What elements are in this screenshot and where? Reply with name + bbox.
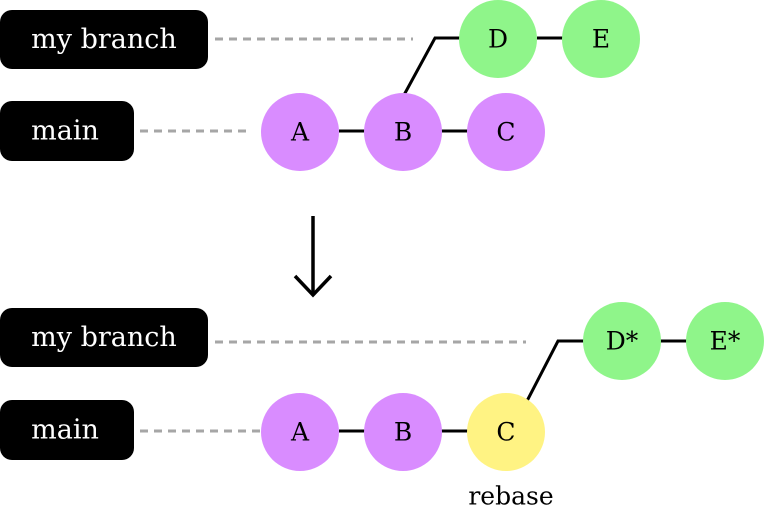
before-commit-e: E — [562, 0, 640, 78]
after-commit-b: B — [364, 393, 442, 471]
before-branch-label-text: my branch — [31, 24, 177, 55]
before-commit-d: D — [459, 0, 537, 78]
after-commit-c: C — [467, 393, 545, 471]
after-commit-c-label: C — [496, 418, 515, 447]
before-main-label: main — [0, 101, 134, 161]
after-commit-dstar-label: D* — [606, 327, 639, 356]
after-main-label: main — [0, 400, 134, 460]
rebase-caption: rebase — [468, 482, 553, 511]
before-commit-e-label: E — [592, 25, 610, 54]
after-commit-a-label: A — [290, 418, 310, 447]
after-commit-b-label: B — [394, 418, 412, 447]
before-commit-c: C — [467, 93, 545, 171]
after-commit-dstar: D* — [583, 302, 661, 380]
before-commit-a-label: A — [290, 118, 310, 147]
after-commit-estar-label: E* — [710, 327, 741, 356]
before-commit-a: A — [261, 93, 339, 171]
before-branch-label: my branch — [0, 10, 208, 69]
before-commit-c-label: C — [496, 118, 515, 147]
before-commit-b-label: B — [394, 118, 412, 147]
after-graph: my branch main A B C D* — [0, 302, 764, 511]
after-edge-c-dstar — [525, 339, 584, 402]
after-commit-a: A — [261, 393, 339, 471]
after-branch-label-text: my branch — [31, 322, 177, 353]
down-arrow-icon — [293, 216, 333, 298]
before-commit-b: B — [364, 93, 442, 171]
before-commit-d-label: D — [488, 25, 508, 54]
after-branch-label: my branch — [0, 308, 208, 367]
after-main-label-text: main — [31, 415, 99, 446]
before-edge-b-d — [402, 36, 461, 96]
after-commit-estar: E* — [686, 302, 764, 380]
before-graph: my branch main A B C D — [0, 0, 640, 171]
before-main-label-text: main — [31, 116, 99, 147]
